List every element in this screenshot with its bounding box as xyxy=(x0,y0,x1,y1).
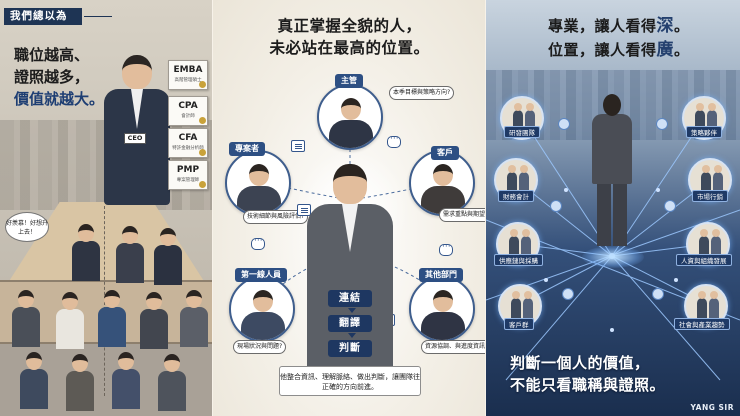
node-other-dept-label: 其他部門 xyxy=(419,268,463,282)
right-headline-line-1: 專業，讓人看得深。 xyxy=(548,16,690,36)
person-icon xyxy=(550,200,562,212)
seal-icon xyxy=(199,149,206,156)
ceo-figure xyxy=(104,55,174,205)
node-hr-label: 人資與組織發展 xyxy=(676,254,732,266)
node-frontline xyxy=(229,276,295,342)
envy-speech-bubble: 好羨慕！好想升上去！ xyxy=(5,212,49,242)
action-judge: 判斷 xyxy=(328,340,372,357)
left-headline-line-1: 職位越高、 xyxy=(14,46,90,64)
node-specialist xyxy=(225,150,291,216)
seal-icon xyxy=(199,81,206,88)
node-supply-chain-label: 供應鏈與採購 xyxy=(494,254,543,266)
node-finance-label: 財務會計 xyxy=(498,190,534,202)
chat-icon xyxy=(439,242,453,256)
right-headline-line-2: 位置，讓人看得廣。 xyxy=(548,40,690,60)
node-frontline-label: 第一線人員 xyxy=(235,268,287,282)
right-conclusion-line-2: 不能只看職稱與證照。 xyxy=(510,376,666,394)
node-marketing-label: 市場行銷 xyxy=(692,190,728,202)
node-other-dept xyxy=(409,276,475,342)
node-frontline-bubble: 現場狀況與問題? xyxy=(233,340,287,354)
action-connect: 連結 xyxy=(328,290,372,307)
node-client-label: 客戶 xyxy=(431,146,459,160)
seal-icon xyxy=(199,117,206,124)
right-headline: 專業，讓人看得深。 位置，讓人看得廣。 xyxy=(548,14,690,62)
action-translate: 翻譯 xyxy=(328,315,372,332)
left-headline-line-2: 證照越多， xyxy=(14,68,90,86)
person-icon xyxy=(652,288,664,300)
node-specialist-bubble: 技術細節與風險評估? xyxy=(243,210,309,224)
node-rnd-label: 研發團隊 xyxy=(504,126,540,138)
right-panel: 專業，讓人看得深。 位置，讓人看得廣。 研發團隊 策略夥伴 財務會計 市場行銷 … xyxy=(486,0,740,416)
node-client-bubble: 需求重點與期望? xyxy=(439,208,486,222)
intro-tag-line xyxy=(84,16,112,17)
right-conclusion: 判斷一個人的價值， 不能只看職稱與證照。 xyxy=(510,352,665,396)
document-icon xyxy=(291,140,305,152)
arrow-down-icon xyxy=(348,308,356,313)
middle-caption: 他整合資訊、理解脈絡、做出判斷，讓團隊往正確的方向前進。 xyxy=(279,366,421,396)
right-conclusion-line-1: 判斷一個人的價值， xyxy=(510,354,650,372)
person-icon xyxy=(656,118,668,130)
document-icon xyxy=(297,204,311,216)
person-icon xyxy=(562,288,574,300)
node-customers-label: 客戶群 xyxy=(504,318,534,330)
node-partners-label: 策略夥伴 xyxy=(686,126,722,138)
arrow-down-icon xyxy=(348,333,356,338)
person-icon xyxy=(664,200,676,212)
seal-icon xyxy=(199,181,206,188)
chat-icon xyxy=(251,236,265,250)
node-supervisor-label: 主管 xyxy=(335,74,363,88)
node-other-dept-bubble: 資源協調、與進度資訊? xyxy=(421,340,486,354)
ceo-badge: CEO xyxy=(124,133,146,144)
node-supervisor-bubble: 本季目標與策略方向? xyxy=(389,86,455,100)
left-headline-line-3: 價值就越大。 xyxy=(14,90,105,108)
node-specialist-label: 專案者 xyxy=(229,142,265,156)
viewer-figure xyxy=(592,94,632,252)
node-client xyxy=(409,150,475,216)
node-trends-label: 社會與產業趨勢 xyxy=(674,318,730,330)
middle-headline: 真正掌握全貌的人， 未必站在最高的位置。 xyxy=(213,15,486,59)
glow-pedestal xyxy=(582,246,644,268)
middle-panel: 真正掌握全貌的人， 未必站在最高的位置。 主管 本季目標與策略方向? 專案者 技… xyxy=(213,0,486,416)
left-headline: 職位越高、 證照越多， 價值就越大。 xyxy=(14,44,104,110)
middle-headline-line-2: 未必站在最高的位置。 xyxy=(269,39,430,57)
chat-icon xyxy=(387,134,401,148)
node-supervisor xyxy=(317,84,383,150)
tier-divider xyxy=(0,280,213,282)
person-icon xyxy=(558,118,570,130)
author-signature: YANG SIR xyxy=(690,403,734,412)
intro-tag: 我們總以為 xyxy=(4,8,82,25)
middle-headline-line-1: 真正掌握全貌的人， xyxy=(277,17,422,35)
